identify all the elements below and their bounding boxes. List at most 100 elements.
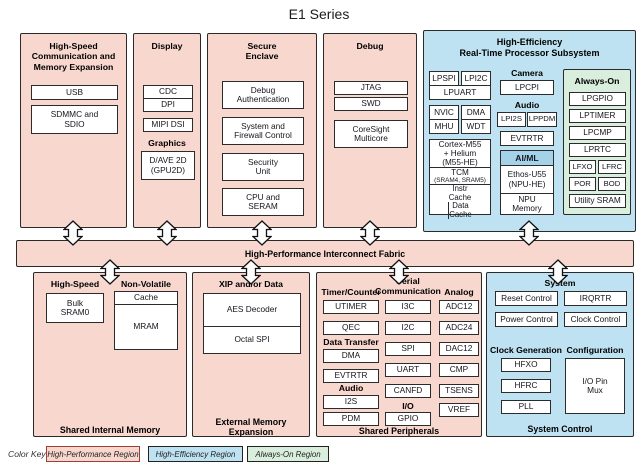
aiml-group: AI/ML Ethos-U55 (NPU-HE) NPU Memory: [500, 150, 554, 215]
swd-box: SWD: [334, 97, 408, 111]
high-speed-comm-title: High-Speed Communication and Memory Expa…: [31, 41, 116, 72]
data-cache-box: Data Cache: [448, 201, 472, 220]
jtag-box: JTAG: [334, 81, 408, 95]
connector-arrow-icon: [388, 259, 410, 285]
shared-peripherals-block: Timer/Counter UTIMER QEC Data Transfer D…: [316, 272, 482, 437]
key-always-on: Always-On Region: [247, 446, 329, 462]
debug-block: Debug JTAG SWD CoreSight Multicore: [323, 33, 417, 228]
i2c-box: I2C: [385, 321, 431, 335]
ethos-u55-box: Ethos-U55 (NPU-HE): [507, 170, 547, 189]
lpgpio-box: LPGPIO: [569, 92, 626, 106]
system-firewall-box: System and Firewall Control: [222, 117, 304, 145]
eme-footer: External Memory Expansion: [215, 417, 287, 437]
lppdm-box: LPPDM: [527, 112, 557, 127]
external-memory-block: XIP and/or Data AES Decoder Octal SPI Ex…: [192, 272, 310, 437]
lptimer-box: LPTIMER: [569, 109, 626, 123]
hfrc-box: HFRC: [501, 379, 551, 393]
display-block: Display CDC DPI MIPI DSI Graphics D/AVE …: [133, 33, 201, 228]
always-on-title: Always-On: [574, 76, 620, 86]
utimer-box: UTIMER: [323, 300, 379, 314]
i3c-box: I3C: [385, 300, 431, 314]
always-on-panel: Always-On LPGPIO LPTIMER LPCMP LPRTC LFX…: [563, 69, 631, 215]
aes-decoder-box: AES Decoder: [203, 293, 301, 327]
connector-arrow-icon: [518, 220, 540, 246]
dac12-box: DAC12: [439, 342, 479, 356]
mipi-dsi-box: MIPI DSI: [143, 118, 193, 132]
timer-counter-label: Timer/Counter: [321, 287, 381, 297]
lpi2c-box: LPI2C: [461, 71, 491, 86]
tcm-box: TCM (SRAM4, SRAM5): [430, 167, 490, 184]
lpspi-box: LPSPI: [429, 71, 459, 86]
xip-data-label: XIP and/or Data: [218, 279, 284, 289]
clock-control-box: Clock Control: [564, 312, 627, 327]
uart-box: UART: [385, 363, 431, 377]
cache-box: Cache: [114, 291, 178, 305]
camera-label: Camera: [511, 68, 543, 78]
lprtc-box: LPRTC: [569, 143, 626, 157]
cache-row: Instr Cache Data Cache: [430, 184, 490, 220]
secure-enclave-title: Secure Enclave: [245, 41, 279, 62]
key-high-performance: High-Performance Region: [46, 446, 140, 462]
por-box: POR: [569, 177, 596, 191]
secure-enclave-block: Secure Enclave Debug Authentication Syst…: [207, 33, 317, 228]
sdmmc-sdio-box: SDMMC and SDIO: [31, 105, 118, 134]
analog-label: Analog: [444, 287, 474, 297]
page-title: E1 Series: [288, 6, 350, 22]
bod-box: BOD: [598, 177, 626, 191]
connector-arrow-icon: [251, 220, 273, 246]
utility-sram-box: Utility SRAM: [569, 194, 626, 208]
cdc-box: CDC: [143, 85, 193, 99]
sp-dma-box: DMA: [323, 349, 379, 363]
color-key-label: Color Key:: [8, 449, 49, 459]
dpi-box: DPI: [143, 98, 193, 112]
display-title: Display: [151, 41, 183, 51]
sp-footer: Shared Peripherals: [358, 426, 440, 436]
lpi2s-box: LPI2S: [497, 112, 526, 127]
mhu-box: MHU: [429, 119, 459, 134]
octal-spi-box: Octal SPI: [203, 326, 301, 354]
connector-arrow-icon: [240, 259, 262, 285]
high-efficiency-title: High-Efficiency Real-Time Processor Subs…: [459, 37, 600, 58]
connector-arrow-icon: [62, 220, 84, 246]
configuration-label: Configuration: [566, 345, 624, 355]
npu-memory-box: NPU Memory: [501, 193, 553, 214]
mram-box: MRAM: [114, 304, 178, 350]
connector-arrow-icon: [99, 259, 121, 285]
vref-box: VREF: [439, 403, 479, 417]
system-control-block: System Reset Control IRQRTR Power Contro…: [486, 272, 634, 437]
lfxo-box: LFXO: [569, 160, 596, 174]
graphics-label: Graphics: [148, 138, 186, 148]
shared-internal-memory-block: High-Speed Non-Volatile Bulk SRAM0 Cache…: [33, 272, 187, 437]
tcm-sub-label: (SRAM4, SRAM5): [434, 177, 486, 185]
i2s-box: I2S: [323, 395, 379, 409]
cpu-seram-box: CPU and SERAM: [222, 188, 304, 216]
interconnect-fabric-label: High-Performance Interconnect Fabric: [244, 248, 406, 259]
nvic-box: NVIC: [429, 105, 459, 120]
debug-authentication-box: Debug Authentication: [222, 81, 304, 109]
sim-high-speed-label: High-Speed: [50, 279, 100, 289]
wdt-box: WDT: [461, 119, 491, 134]
lpuart-box: LPUART: [429, 85, 491, 100]
pll-box: PLL: [501, 400, 551, 414]
connector-arrow-icon: [156, 220, 178, 246]
debug-title: Debug: [356, 41, 384, 51]
serial-communication-label: Serial Communication: [375, 276, 441, 297]
pdm-box: PDM: [323, 412, 379, 426]
tcm-label: TCM: [451, 168, 469, 178]
canfd-box: CANFD: [385, 384, 431, 398]
spi-box: SPI: [385, 342, 431, 356]
connector-arrow-icon: [547, 259, 569, 285]
reset-control-box: Reset Control: [495, 291, 558, 306]
power-control-box: Power Control: [495, 312, 558, 327]
hfxo-box: HFXO: [501, 358, 551, 372]
aiml-label: AI/ML: [501, 151, 553, 166]
lfrc-box: LFRC: [598, 160, 626, 174]
sc-footer: System Control: [527, 424, 593, 434]
usb-box: USB: [31, 85, 118, 100]
cortex-m55-box: Cortex-M55 + Helium (M55-HE): [438, 140, 482, 168]
data-transfer-label: Data Transfer: [323, 337, 379, 347]
connector-arrow-icon: [359, 220, 381, 246]
dma-box: DMA: [461, 105, 491, 120]
sim-footer: Shared Internal Memory: [59, 425, 161, 435]
